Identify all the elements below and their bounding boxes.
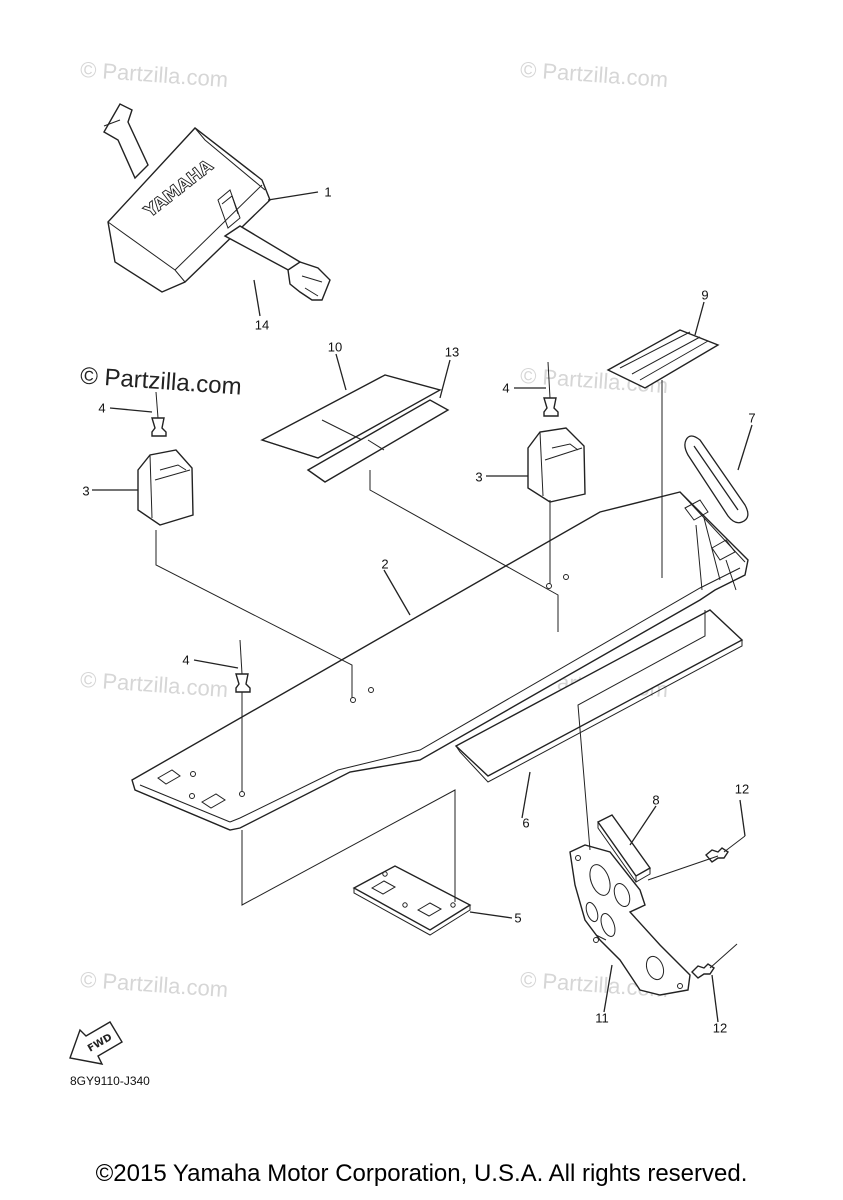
part-3-bracket-right [527,427,586,503]
callout-4: 4 [502,380,510,396]
callout-3: 3 [475,469,483,485]
callout-5: 5 [514,910,522,926]
callout-2: 2 [381,556,389,572]
copyright-notice: ©2015 Yamaha Motor Corporation, U.S.A. A… [95,1160,748,1187]
callout-9: 9 [701,287,709,303]
part-4-rivet-left [151,391,167,437]
part-12-rivet-bottom [691,943,738,979]
part-3-bracket-left [137,449,194,526]
callout-1: 1 [324,184,332,200]
callout-10: 10 [327,339,343,355]
callout-6: 6 [522,815,530,831]
callout-4: 4 [98,400,106,416]
assembly-lines [155,380,737,941]
callout-12: 12 [712,1020,728,1036]
part-1-bag: YAMAHA [103,103,331,301]
part-6-strip [454,609,744,783]
callout-13: 13 [444,344,460,360]
part-13-decal [306,399,450,483]
part-5-plate [352,865,472,936]
callout-4: 4 [182,652,190,668]
part-11-bracket-plate [569,844,691,996]
part-4-rivet-right [543,361,559,417]
part-9-pad [606,329,720,389]
part-10-decal [260,374,442,459]
callout-14: 14 [254,317,270,333]
leader-lines [92,191,753,1023]
part-2-tray [131,491,749,831]
callout-11: 11 [595,1010,609,1026]
callout-3: 3 [82,483,90,499]
part-7-loop [684,435,749,524]
callout-12: 12 [734,781,750,797]
part-4-rivet-bottom [235,639,251,693]
fwd-arrow-icon: FWD [69,1021,123,1065]
diagram-code: 8GY9110-J340 [70,1074,150,1088]
callout-7: 7 [748,410,756,426]
part-8-block [596,814,652,883]
callout-8: 8 [652,792,660,808]
